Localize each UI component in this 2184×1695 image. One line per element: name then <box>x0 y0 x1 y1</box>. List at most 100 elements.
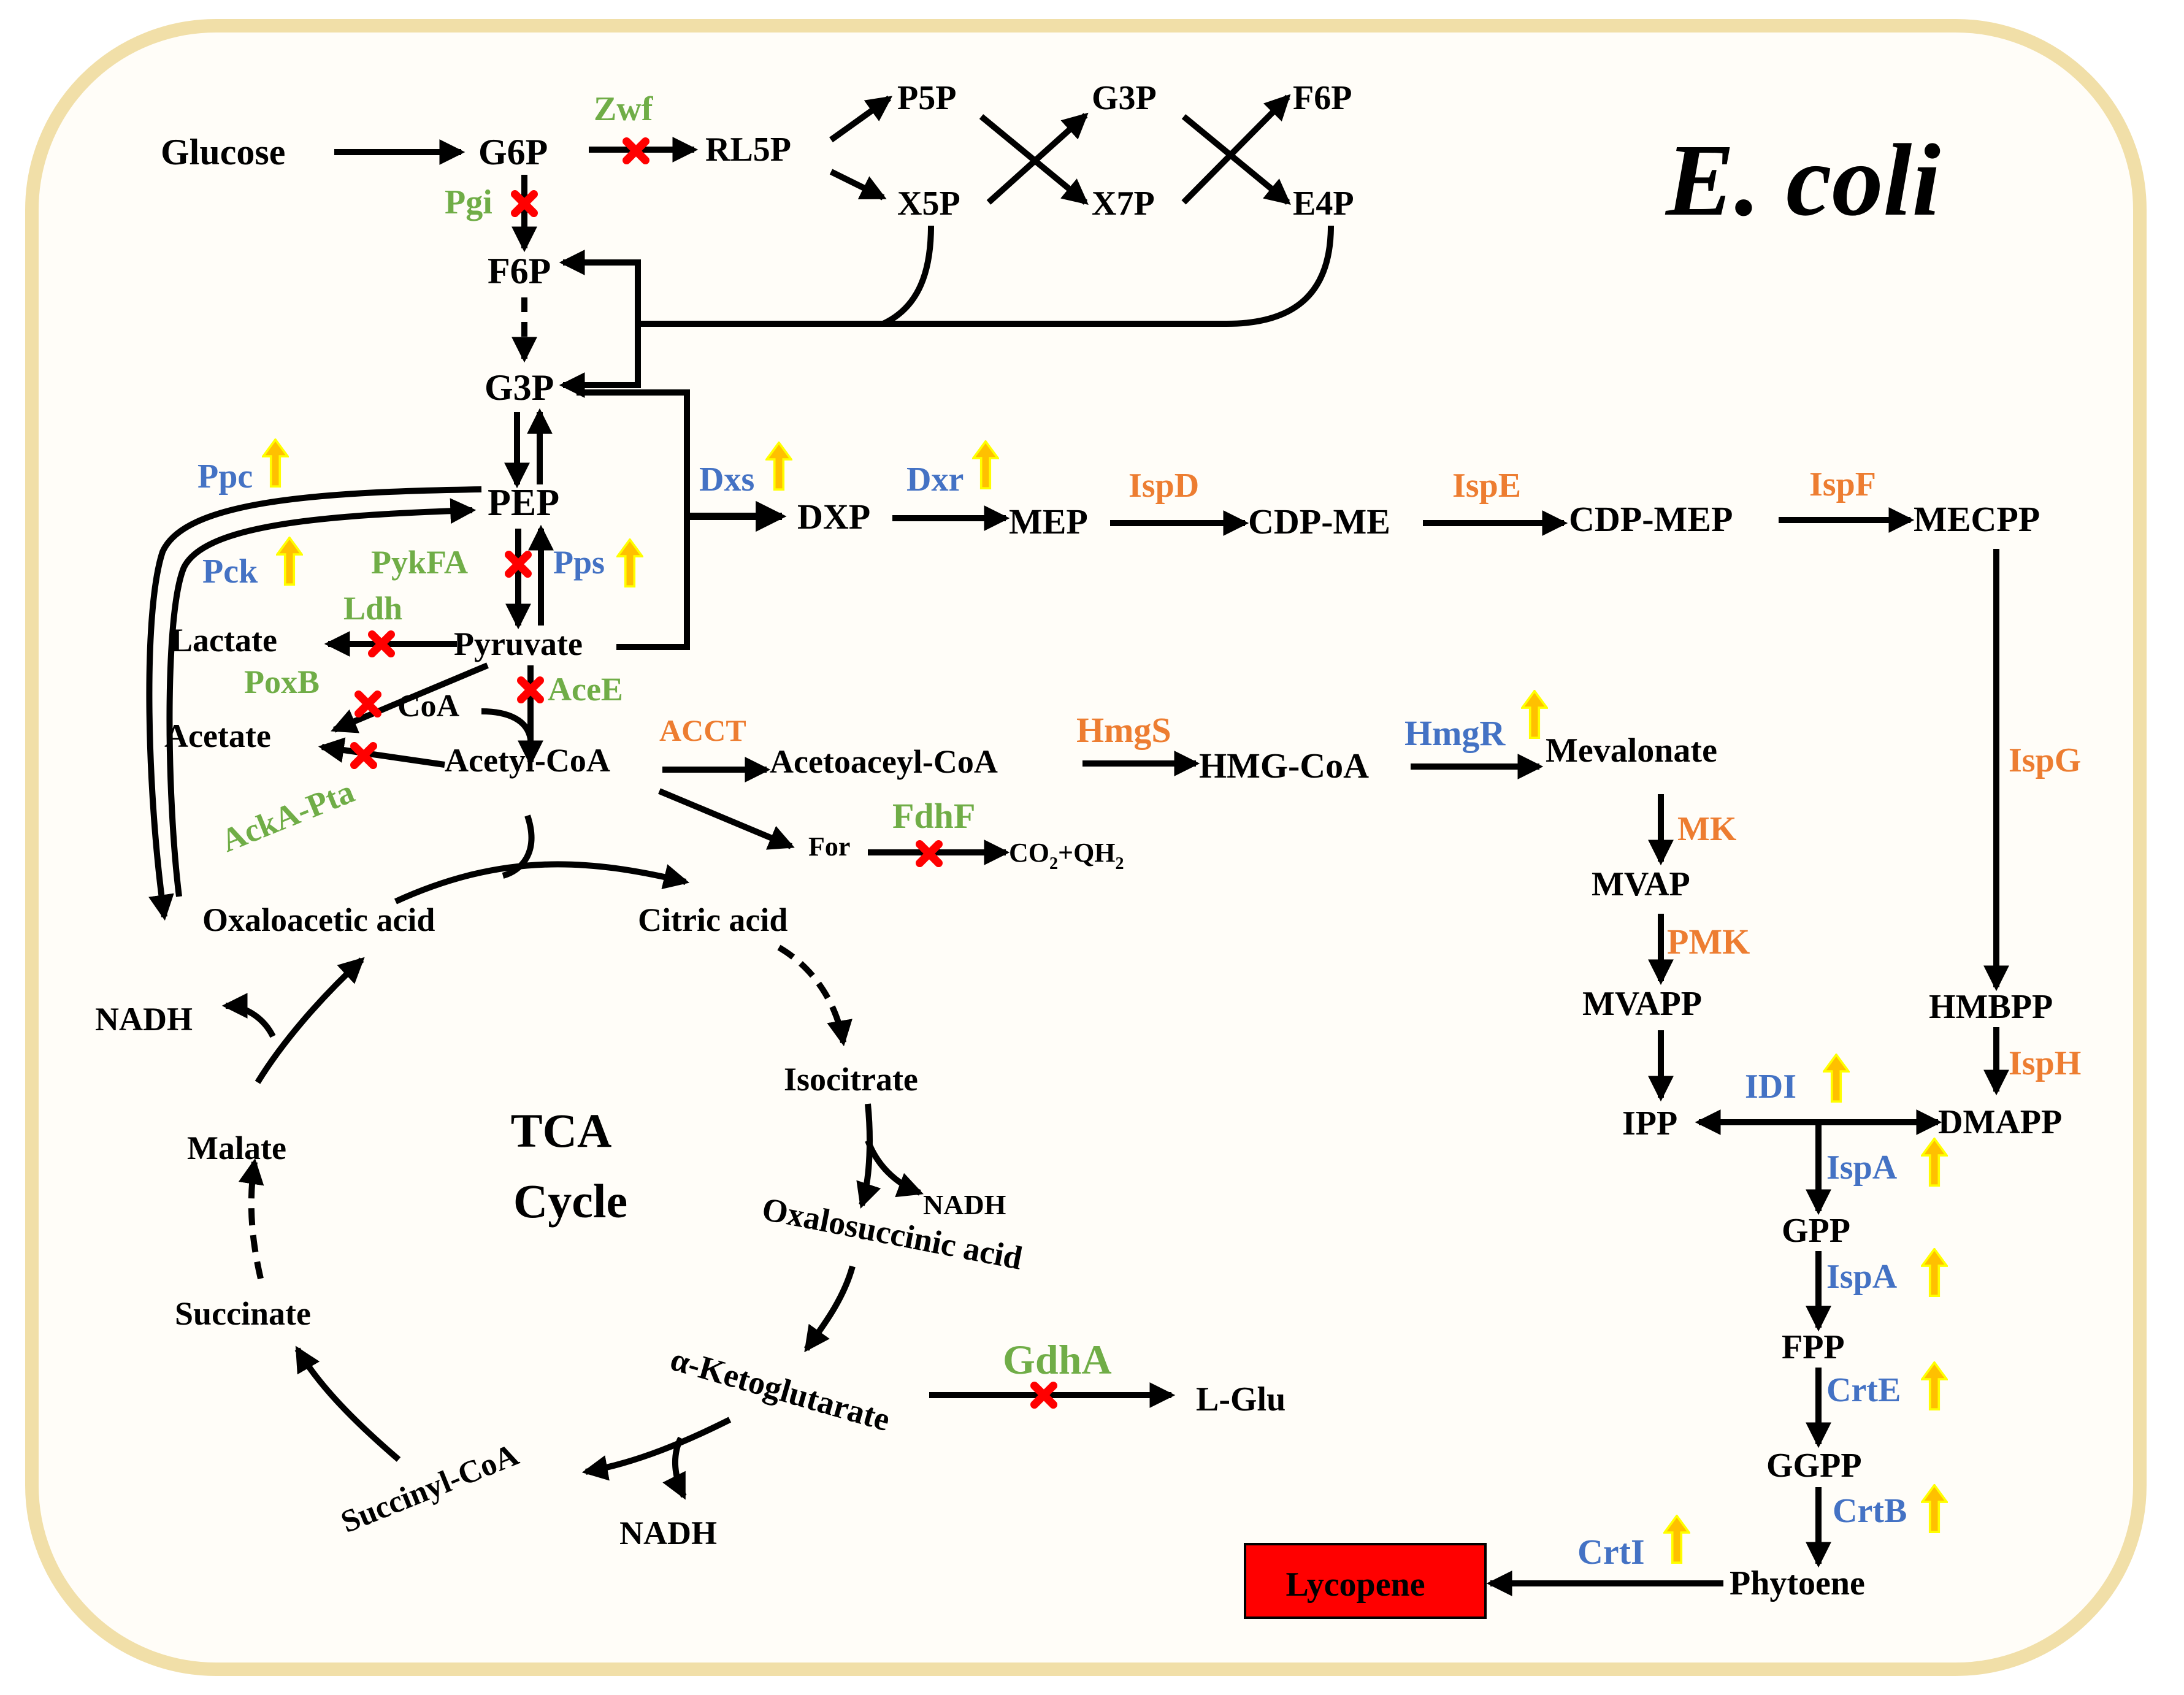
arrow-nadh-release-1 <box>865 1139 924 1198</box>
enzymes-acee: AceE <box>548 671 623 708</box>
enzymes-mk: MK <box>1677 810 1737 848</box>
product-box <box>1244 1543 1487 1619</box>
metabolites-acetate: Acetate <box>164 717 271 754</box>
metabolites-isocitrate: Isocitrate <box>784 1061 918 1098</box>
arrow-pep-oaa <box>146 486 482 921</box>
enzymes-crte: CrtE <box>1826 1371 1901 1409</box>
enzymes-acct: ACCT <box>659 713 746 748</box>
metabolites-f6p: F6P <box>488 251 551 291</box>
enzymes-ppc: Ppc <box>197 457 253 495</box>
metabolites-acetoacetyl-coa: Acetoaceyl-CoA <box>770 743 998 780</box>
arrow-oxalosuccinic-akg <box>803 1265 856 1353</box>
metabolites-g3p: G3P <box>485 367 554 408</box>
arrow-akg-succinylcoa <box>581 1417 732 1481</box>
enzymes-zwf: Zwf <box>594 90 654 128</box>
cell-membrane <box>25 19 2147 1676</box>
arrow-acetylcoa-acetate <box>318 737 445 768</box>
metabolites-e4p: E4P <box>1293 185 1354 223</box>
metabolites-dmapp: DMAPP <box>1938 1103 2062 1141</box>
metabolites-f6p-ppp: F6P <box>1293 79 1352 117</box>
enzymes-ispf: IspF <box>1809 465 1876 503</box>
metabolites-nadh-1: NADH <box>923 1189 1006 1220</box>
enzymes-ispg: IspG <box>2009 741 2081 779</box>
metabolites-dxp: DXP <box>797 497 870 537</box>
enzymes-pps: Pps <box>553 544 605 581</box>
line-e4p-return <box>883 225 1334 327</box>
arrow-succinate-malate-dashed <box>238 1158 264 1280</box>
arrow-acetylcoa-for <box>658 788 795 850</box>
enzymes-ispa-2: IspA <box>1826 1258 1898 1296</box>
line-x5p-return <box>638 225 934 327</box>
metabolites-lactate: Lactate <box>171 622 277 659</box>
enzymes-pgi: Pgi <box>445 183 492 221</box>
metabolites-hmbpp: HMBPP <box>1929 988 2053 1026</box>
metabolites-g3p-ppp: G3P <box>1092 79 1157 117</box>
metabolites-cdp-me: CDP-ME <box>1248 502 1390 541</box>
enzymes-fdhf: FdhF <box>892 796 975 836</box>
enzymes-crtb: CrtB <box>1833 1492 1907 1530</box>
arrow-succinylcoa-succinate <box>294 1345 401 1462</box>
product-label: Lycopene <box>1285 1566 1425 1604</box>
organism-title: E. coli <box>1665 123 1941 237</box>
metabolites-x7p: X7P <box>1092 185 1155 223</box>
metabolites-p5p: P5P <box>897 79 956 117</box>
arrow-rl5p-p5p <box>829 95 893 143</box>
tca-label-line2: Cycle <box>513 1174 627 1228</box>
enzymes-pmk: PMK <box>1667 922 1750 962</box>
metabolites-succinate: Succinate <box>175 1295 311 1332</box>
metabolites-malate: Malate <box>187 1130 286 1166</box>
arrow-oaa-citric <box>394 861 690 905</box>
arrow-isocitrate-oxalosuccinic <box>856 1103 881 1209</box>
enzymes-ldh: Ldh <box>343 590 402 627</box>
arrow-g3p-e4p <box>1181 114 1291 205</box>
metabolite-co2-qh2: CO2+QH2 <box>1009 838 1124 873</box>
metabolites-mecpp: MECPP <box>1914 499 2040 539</box>
metabolites-nadh-3: NADH <box>619 1515 717 1552</box>
metabolites-mevalonate: Mevalonate <box>1546 732 1717 770</box>
enzymes-ispd: IspD <box>1128 467 1199 505</box>
enzymes-pck: Pck <box>202 553 258 591</box>
metabolites-mvapp: MVAPP <box>1582 985 1702 1023</box>
metabolites-hmg-coa: HMG-CoA <box>1199 746 1369 786</box>
arrow-rl5p-x5p <box>829 169 887 201</box>
metabolites-glucose: Glucose <box>161 132 285 172</box>
metabolites-mvap: MVAP <box>1592 865 1690 903</box>
metabolites-ggpp: GGPP <box>1766 1447 1862 1485</box>
enzymes-dxr: Dxr <box>906 461 964 499</box>
enzymes-isph: IspH <box>2009 1044 2081 1082</box>
enzymes-ispa-1: IspA <box>1826 1149 1898 1187</box>
enzymes-poxb: PoxB <box>244 664 320 700</box>
metabolites-gpp: GPP <box>1782 1212 1850 1250</box>
arrow-return-g3p <box>559 324 641 398</box>
metabolites-oxaloacetic-acid: Oxaloacetic acid <box>202 901 435 938</box>
enzymes-idi: IDI <box>1745 1068 1796 1106</box>
metabolites-fpp: FPP <box>1782 1328 1845 1366</box>
metabolites-rl5p: RL5P <box>705 131 791 169</box>
metabolites-coa: CoA <box>397 689 460 724</box>
metabolites-g6p: G6P <box>478 132 548 172</box>
metabolites-ipp: IPP <box>1622 1104 1677 1142</box>
arrow-oaa-pep <box>166 498 477 897</box>
arrow-pyruvate-acetate <box>331 662 489 733</box>
metabolites-pyruvate: Pyruvate <box>454 626 583 662</box>
metabolites-cdp-mep: CDP-MEP <box>1569 499 1733 539</box>
metabolites-phytoene: Phytoene <box>1730 1564 1865 1602</box>
arrow-x7p-f6p <box>1181 94 1291 205</box>
metabolites-x5p: X5P <box>897 185 960 223</box>
arrow-nadh-release-2 <box>221 993 276 1038</box>
arrow-x5p-g3p <box>986 112 1089 205</box>
metabolites-citric-acid: Citric acid <box>638 901 787 938</box>
pathway-arrows <box>146 94 2009 1596</box>
line-acetylcoa-into-tca <box>502 814 535 879</box>
arrow-return-f6p <box>559 250 641 324</box>
enzymes-hmgs: HmgS <box>1076 710 1171 750</box>
arrow-citric-isocitrate-dashed <box>777 944 853 1047</box>
tca-label-line1: TCA <box>511 1104 612 1157</box>
metabolites-l-glu: L-Glu <box>1196 1380 1285 1418</box>
metabolites-pep: PEP <box>488 482 559 524</box>
metabolites-nadh-2: NADH <box>95 1001 193 1038</box>
enzymes-dxs: Dxs <box>699 461 754 499</box>
arrow-nadh-release-3 <box>662 1436 687 1500</box>
